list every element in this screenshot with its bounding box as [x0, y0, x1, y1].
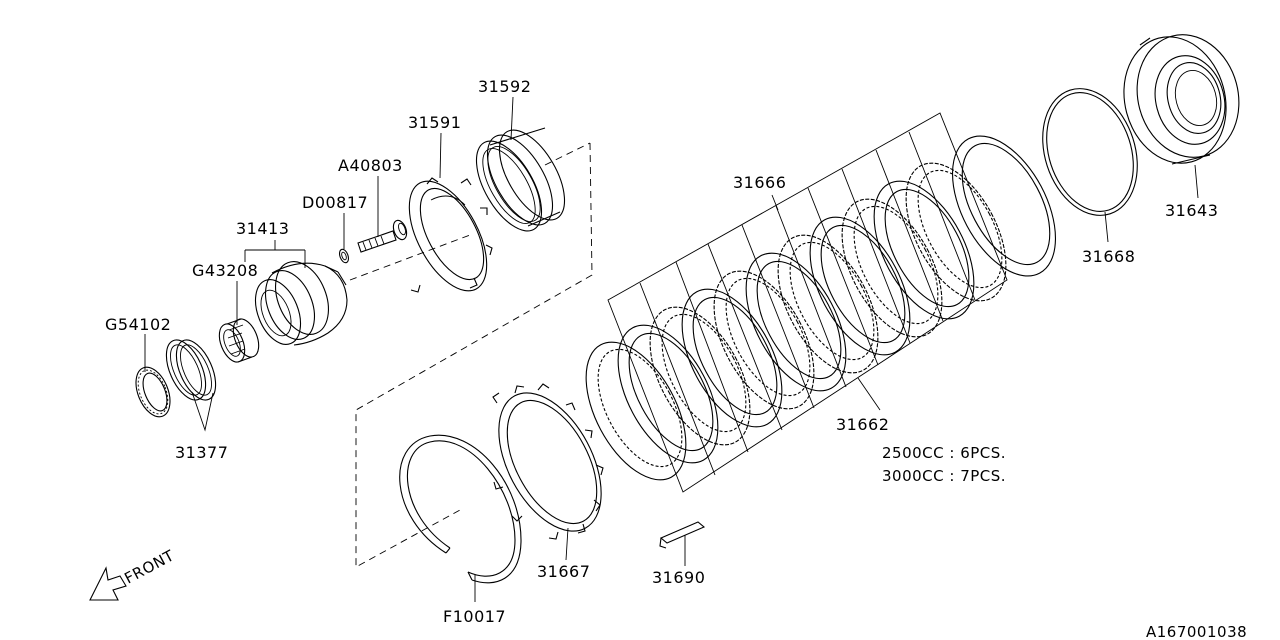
reference-code: A167001038 [1146, 623, 1247, 640]
part-31667-pressure-plate[interactable] [478, 376, 623, 548]
part-31591-retainer-plate[interactable] [393, 169, 502, 303]
part-31643-housing[interactable] [1110, 23, 1252, 175]
part-a40803-bolt[interactable] [357, 219, 409, 253]
label-31413[interactable]: 31413 [236, 219, 289, 238]
label-31690[interactable]: 31690 [652, 568, 705, 587]
front-arrow: FRONT [89, 546, 178, 601]
assembly-boundary-dashed [355, 142, 593, 568]
label-g43208[interactable]: G43208 [192, 261, 258, 280]
part-g54102-washer[interactable] [129, 362, 176, 421]
label-f10017[interactable]: F10017 [443, 607, 506, 626]
clutch-plate-12 [951, 135, 1057, 277]
clutch-plate-09 [841, 198, 943, 338]
note-qty-2500: 2500CC : 6PCS. [882, 444, 1006, 462]
assembly-axis-dashed [349, 234, 471, 281]
label-31643[interactable]: 31643 [1165, 201, 1218, 220]
clutch-plate-03 [649, 306, 751, 446]
front-label: FRONT [121, 546, 177, 587]
label-d00817[interactable]: D00817 [302, 193, 368, 212]
clutch-plate-11 [905, 162, 1007, 302]
part-f10017-snap-ring[interactable] [399, 434, 522, 584]
leader-lines-left [144, 96, 514, 432]
label-31377[interactable]: 31377 [175, 443, 228, 462]
clutch-plate-08 [809, 216, 911, 356]
label-31668[interactable]: 31668 [1082, 247, 1135, 266]
part-31413-drum[interactable] [247, 254, 348, 351]
part-d00817-oring[interactable] [338, 248, 350, 264]
label-31666[interactable]: 31666 [733, 173, 786, 192]
label-a40803[interactable]: A40803 [338, 156, 403, 175]
clutch-plate-10 [873, 180, 975, 320]
clutch-plate-06 [745, 252, 847, 392]
part-g43208-bearing[interactable] [214, 315, 263, 365]
label-31592[interactable]: 31592 [478, 77, 531, 96]
clutch-plate-04 [681, 288, 783, 428]
part-31592-piston[interactable] [463, 120, 578, 242]
clutch-plate-stack[interactable] [565, 119, 1076, 496]
bracket-31666 [607, 112, 1008, 493]
part-31668-snap-ring[interactable] [1027, 76, 1153, 227]
clutch-plate-01 [585, 341, 687, 481]
part-31690-clip[interactable] [659, 521, 706, 549]
assembly-axis-dashed-2 [544, 142, 591, 166]
clutch-plate-02 [617, 324, 719, 464]
part-31377-seal-rings[interactable] [158, 334, 223, 405]
clutch-plate-07 [777, 234, 879, 374]
leader-lines-right [474, 164, 1199, 602]
bracket-31666-dividers [639, 131, 976, 476]
label-g54102[interactable]: G54102 [105, 315, 171, 334]
label-31662[interactable]: 31662 [836, 415, 889, 434]
label-31667[interactable]: 31667 [537, 562, 590, 581]
note-qty-3000: 3000CC : 7PCS. [882, 467, 1006, 485]
clutch-plate-05 [713, 270, 815, 410]
label-31591[interactable]: 31591 [408, 113, 461, 132]
